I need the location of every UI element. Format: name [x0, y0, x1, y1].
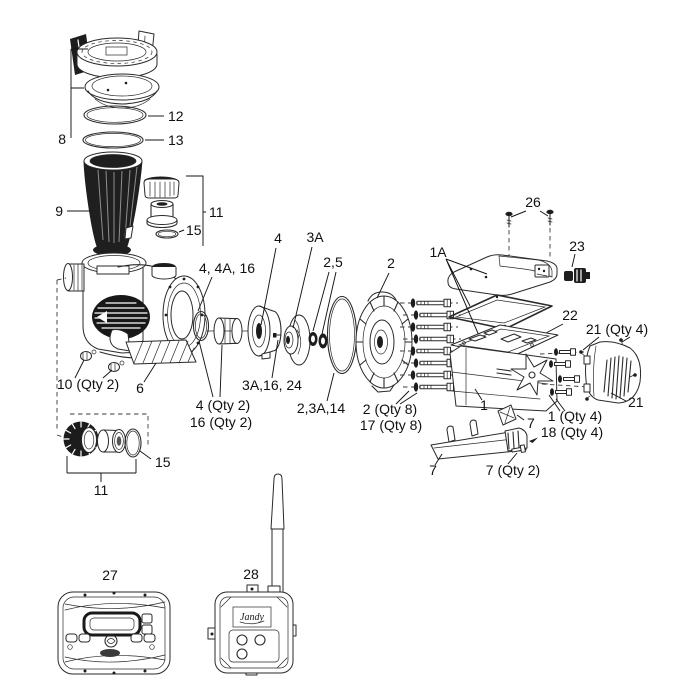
diffuser-spacer [206, 317, 253, 345]
label-27: 27 [102, 567, 118, 583]
drive-cover [447, 254, 558, 296]
label-26: 26 [525, 194, 541, 210]
label-28: 28 [243, 566, 259, 582]
label-4-qty2: 4 (Qty 2) [196, 397, 250, 413]
label-23: 23 [569, 238, 585, 254]
pump-housing [63, 244, 206, 365]
label-1-qty4: 1 (Qty 4) [548, 408, 602, 424]
module-button [254, 634, 266, 646]
controller-menu-button [100, 649, 120, 657]
label-7-base: 7 [429, 462, 437, 478]
controller-side-button [141, 613, 153, 624]
controller-side-button [141, 624, 153, 635]
shaft-oring [192, 310, 210, 342]
label-7-small: 7 [527, 415, 535, 431]
cover-screws [504, 209, 555, 260]
pump-lid [84, 73, 160, 109]
lid-oring-12 [83, 105, 147, 125]
label-7-qty2: 7 (Qty 2) [486, 462, 540, 478]
controller-display [82, 611, 142, 637]
antenna [270, 473, 285, 530]
label-6: 6 [136, 380, 144, 396]
label-15-bottom: 15 [155, 454, 171, 470]
label-15-top: 15 [186, 222, 202, 238]
label-4-4a-16: 4, 4A, 16 [199, 260, 255, 276]
label-21: 21 [628, 394, 644, 410]
label-2: 2 [387, 255, 395, 271]
label-18-qty4: 18 (Qty 4) [541, 424, 603, 440]
motor-base-bracket [430, 419, 538, 460]
label-2-qty8: 2 (Qty 8) [363, 401, 417, 417]
lid-oring-13 [82, 131, 144, 149]
mechanical-seal [308, 332, 328, 349]
diffuser [247, 305, 282, 360]
seal-plate [355, 291, 413, 393]
impeller [283, 314, 311, 366]
impeller-screw [273, 333, 282, 338]
label-10-qty2: 10 (Qty 2) [57, 376, 119, 392]
label-8: 8 [58, 131, 66, 147]
label-1: 1 [480, 397, 488, 413]
label-13: 13 [168, 132, 184, 148]
union-cap-kit-top [143, 176, 180, 239]
label-16-qty2: 16 (Qty 2) [190, 414, 252, 430]
union-kit-bottom [63, 421, 142, 458]
label-17-qty8: 17 (Qty 8) [360, 417, 422, 433]
label-3a-16-24: 3A,16, 24 [242, 377, 302, 393]
fan-cover [579, 338, 641, 404]
bracket-small [497, 404, 517, 426]
label-11-top: 11 [209, 204, 224, 220]
cover-gasket [448, 294, 553, 330]
label-21-qty4: 21 (Qty 4) [586, 321, 648, 337]
label-9: 9 [55, 203, 63, 219]
label-2-5: 2,5 [323, 254, 343, 270]
backplate-oring [326, 295, 358, 375]
pump-controller [57, 591, 171, 675]
wireless-module: Jandy [207, 473, 297, 676]
drain-plugs [80, 349, 125, 372]
label-1a: 1A [429, 244, 447, 260]
conduit-fitting [564, 268, 590, 283]
module-button [236, 634, 248, 646]
label-12: 12 [168, 108, 184, 124]
strainer-basket [83, 151, 143, 250]
controller-button [143, 633, 156, 643]
label-3a: 3A [306, 229, 324, 245]
label-22: 22 [562, 307, 578, 323]
label-4: 4 [274, 230, 282, 246]
zodiac-logo-icon [104, 634, 118, 648]
module-button [236, 648, 248, 660]
controller-button [65, 633, 78, 643]
jandy-brand-label: Jandy [240, 612, 264, 623]
motor-body [449, 345, 558, 412]
label-11-bottom: 11 [94, 482, 109, 498]
lid-clamp-ring [70, 30, 158, 79]
label-2-3a-14: 2,3A,14 [297, 400, 345, 416]
controller-button [130, 633, 143, 643]
controller-button [78, 633, 91, 643]
